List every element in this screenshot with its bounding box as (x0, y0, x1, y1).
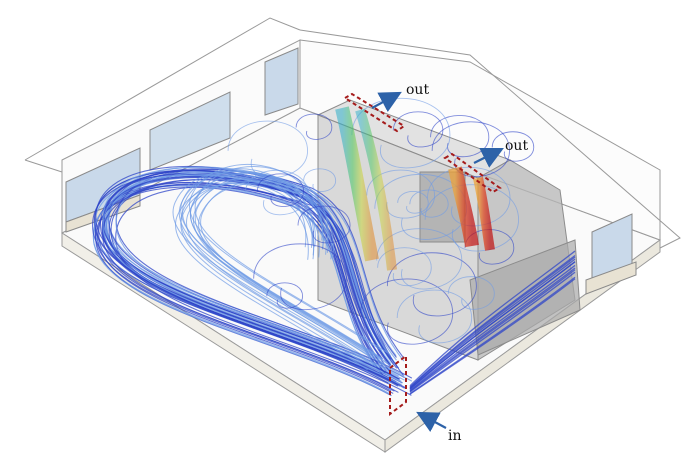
streamline (99, 172, 397, 383)
streamline (409, 261, 576, 390)
streamline (409, 269, 576, 392)
roof-outline-left (24, 17, 301, 161)
streamline (102, 174, 399, 385)
streamline (409, 250, 576, 387)
streamline (102, 183, 399, 393)
streamline (386, 252, 477, 317)
plume-right-2 (473, 176, 495, 251)
arrow-outlet-right (473, 148, 504, 168)
streamline (227, 120, 309, 178)
streamline (266, 282, 304, 309)
streamline (297, 205, 351, 244)
streamline (409, 264, 576, 391)
streamlines (92, 98, 576, 397)
plume-top (335, 106, 379, 262)
roof-eave (24, 159, 63, 173)
streamline (430, 115, 490, 158)
streamline (409, 256, 576, 389)
streamline (105, 172, 402, 382)
streamline (397, 191, 429, 214)
window-left-back (264, 47, 299, 116)
plume-top-2 (355, 108, 397, 271)
streamline (253, 243, 347, 311)
streamline (409, 278, 576, 395)
streamline (92, 185, 390, 395)
streamline (447, 276, 495, 310)
streamline (180, 182, 374, 370)
window-sill-right (585, 261, 637, 295)
streamline (409, 189, 449, 218)
streamline (189, 164, 382, 351)
vents (343, 92, 502, 416)
plume-right (448, 166, 479, 248)
streamline (94, 169, 391, 380)
streamline (376, 228, 463, 290)
inlet-vent (389, 354, 407, 416)
outlet-vent-right (443, 152, 502, 194)
streamline (409, 271, 576, 393)
roof-outline-right (299, 29, 681, 249)
exhaust-plumes (335, 106, 495, 271)
streamline (172, 170, 366, 358)
streamline (192, 178, 386, 366)
streamline (257, 173, 305, 207)
streamline (115, 169, 413, 379)
streamline (295, 113, 333, 140)
streamline (186, 181, 379, 368)
streamline (409, 258, 576, 389)
streamline (431, 121, 510, 178)
streamline (396, 289, 473, 344)
outlet-top-label: out (406, 82, 430, 98)
outlet-vent-top (343, 92, 406, 133)
streamline (491, 131, 535, 162)
inlet-label: in (448, 428, 462, 444)
streamline (115, 172, 413, 382)
streamline (175, 183, 368, 371)
arrow-inlet (416, 411, 447, 433)
streamline (424, 184, 520, 252)
window-left-mid (149, 91, 231, 171)
streamline (409, 267, 576, 392)
streamline (190, 173, 383, 360)
streamline (178, 171, 372, 359)
streamline (115, 186, 412, 396)
streamline (360, 278, 454, 345)
streamline (244, 169, 309, 216)
streamline (108, 179, 405, 389)
outlet-right-label: out (505, 138, 529, 154)
streamline (303, 168, 337, 192)
streamline (409, 276, 576, 395)
streamline (92, 173, 389, 384)
flow-arrows (371, 91, 504, 433)
streamline (102, 175, 399, 386)
arrow-outlet-top (371, 91, 402, 113)
